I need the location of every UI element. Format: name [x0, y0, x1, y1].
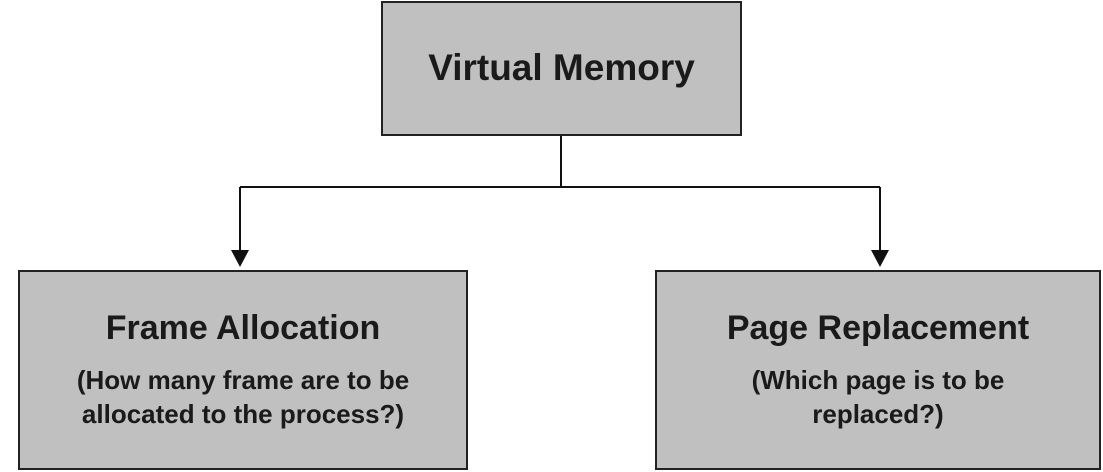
page-replacement-title: Page Replacement [726, 308, 1030, 347]
frame-allocation-title: Frame Allocation [105, 308, 381, 347]
frame-allocation-description-line-2: allocated to the process?) [81, 398, 405, 429]
frame-allocation-description-line-1: (How many frame are to be [76, 364, 410, 395]
page-replacement-description-line-2: replaced?) [812, 398, 944, 429]
frame-allocation-description: (How many frame are to be allocated to t… [77, 364, 409, 432]
page-replacement-node: Page Replacement (Which page is to be re… [655, 270, 1101, 470]
left-arrowhead [231, 250, 249, 267]
virtual-memory-node: Virtual Memory [381, 1, 742, 136]
virtual-memory-title: Virtual Memory [428, 47, 695, 89]
right-arrowhead [871, 250, 889, 267]
frame-allocation-node: Frame Allocation (How many frame are to … [18, 270, 468, 470]
page-replacement-description-line-1: (Which page is to be [751, 364, 1005, 395]
page-replacement-description: (Which page is to be replaced?) [752, 364, 1005, 432]
